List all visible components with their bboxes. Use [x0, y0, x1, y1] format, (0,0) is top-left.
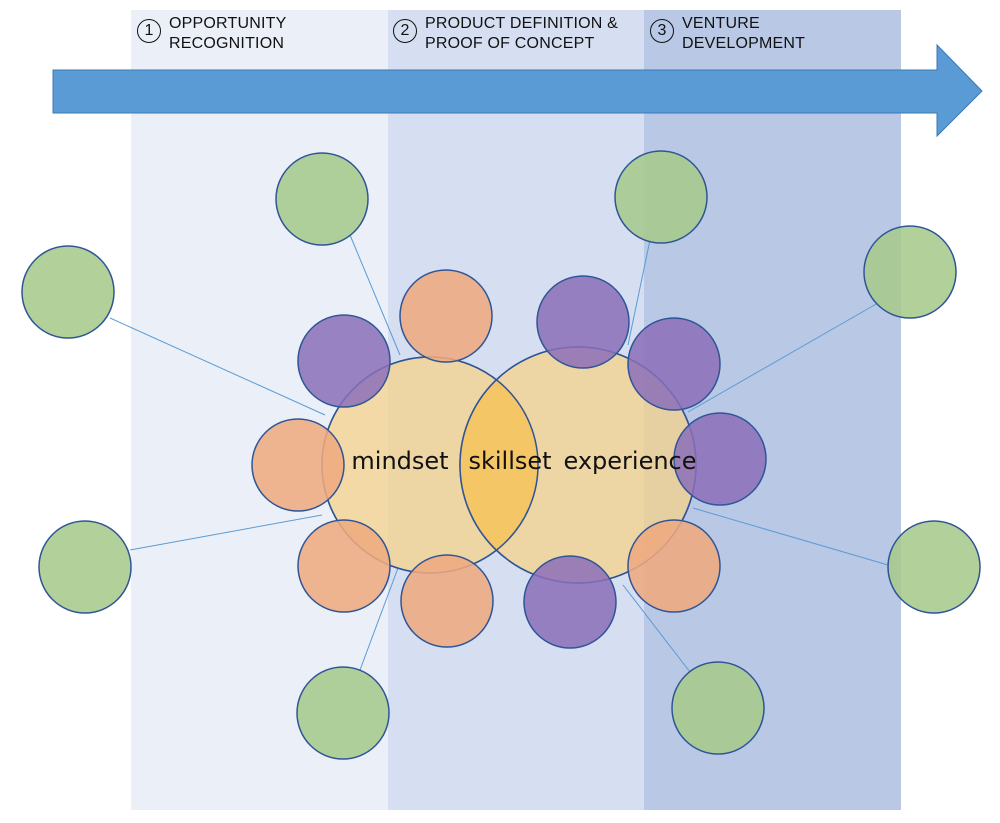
- purple-node: [523, 555, 617, 649]
- phase-title-line1: PRODUCT DEFINITION &: [425, 15, 619, 32]
- green-node: [275, 152, 369, 246]
- phase-title-line2: DEVELOPMENT: [682, 35, 806, 52]
- phase-title-line2: RECOGNITION: [169, 35, 285, 52]
- connector-line: [627, 239, 651, 346]
- purple-node: [673, 412, 767, 506]
- purple-node: [297, 314, 391, 408]
- phase-header-3: 3 VENTURE DEVELOPMENT: [650, 14, 805, 54]
- connector-line: [359, 567, 399, 671]
- skillset-overlap: [460, 357, 538, 573]
- connector-line: [692, 507, 889, 566]
- purple-nodes: [297, 275, 767, 649]
- phase-title: OPPORTUNITY RECOGNITION: [169, 14, 286, 54]
- timeline-arrow: [52, 43, 983, 138]
- skillset-label: skillset: [468, 447, 552, 475]
- orange-node: [627, 519, 721, 613]
- connector-line: [349, 234, 401, 356]
- connector-line: [109, 317, 326, 416]
- phase-number-badge: 3: [650, 19, 674, 43]
- connector-line: [622, 584, 691, 673]
- phase-title-line1: VENTURE: [682, 15, 760, 32]
- phase-title-line1: OPPORTUNITY: [169, 15, 287, 32]
- purple-node: [536, 275, 630, 369]
- green-node: [614, 150, 708, 244]
- green-node: [671, 661, 765, 755]
- connector-line: [687, 302, 879, 413]
- phase-title: PRODUCT DEFINITION & PROOF OF CONCEPT: [425, 14, 618, 54]
- green-node: [21, 245, 115, 339]
- connector-line: [129, 514, 323, 551]
- orange-node: [297, 519, 391, 613]
- phase-number-badge: 2: [393, 19, 417, 43]
- mindset-label: mindset: [351, 447, 449, 475]
- green-node: [296, 666, 390, 760]
- green-nodes: [21, 150, 981, 760]
- purple-node: [627, 317, 721, 411]
- experience-label: experience: [563, 447, 697, 475]
- green-node: [863, 225, 957, 319]
- green-node: [38, 520, 132, 614]
- orange-node: [251, 418, 345, 512]
- orange-node: [400, 554, 494, 648]
- green-node: [887, 520, 981, 614]
- phase-header-1: 1 OPPORTUNITY RECOGNITION: [137, 14, 286, 54]
- orange-nodes: [251, 269, 721, 648]
- phase-number-badge: 1: [137, 19, 161, 43]
- phase-title-line2: PROOF OF CONCEPT: [425, 35, 595, 52]
- connector-lines: [109, 234, 889, 673]
- orange-node: [399, 269, 493, 363]
- phase-title: VENTURE DEVELOPMENT: [682, 14, 805, 54]
- phase-header-2: 2 PRODUCT DEFINITION & PROOF OF CONCEPT: [393, 14, 618, 54]
